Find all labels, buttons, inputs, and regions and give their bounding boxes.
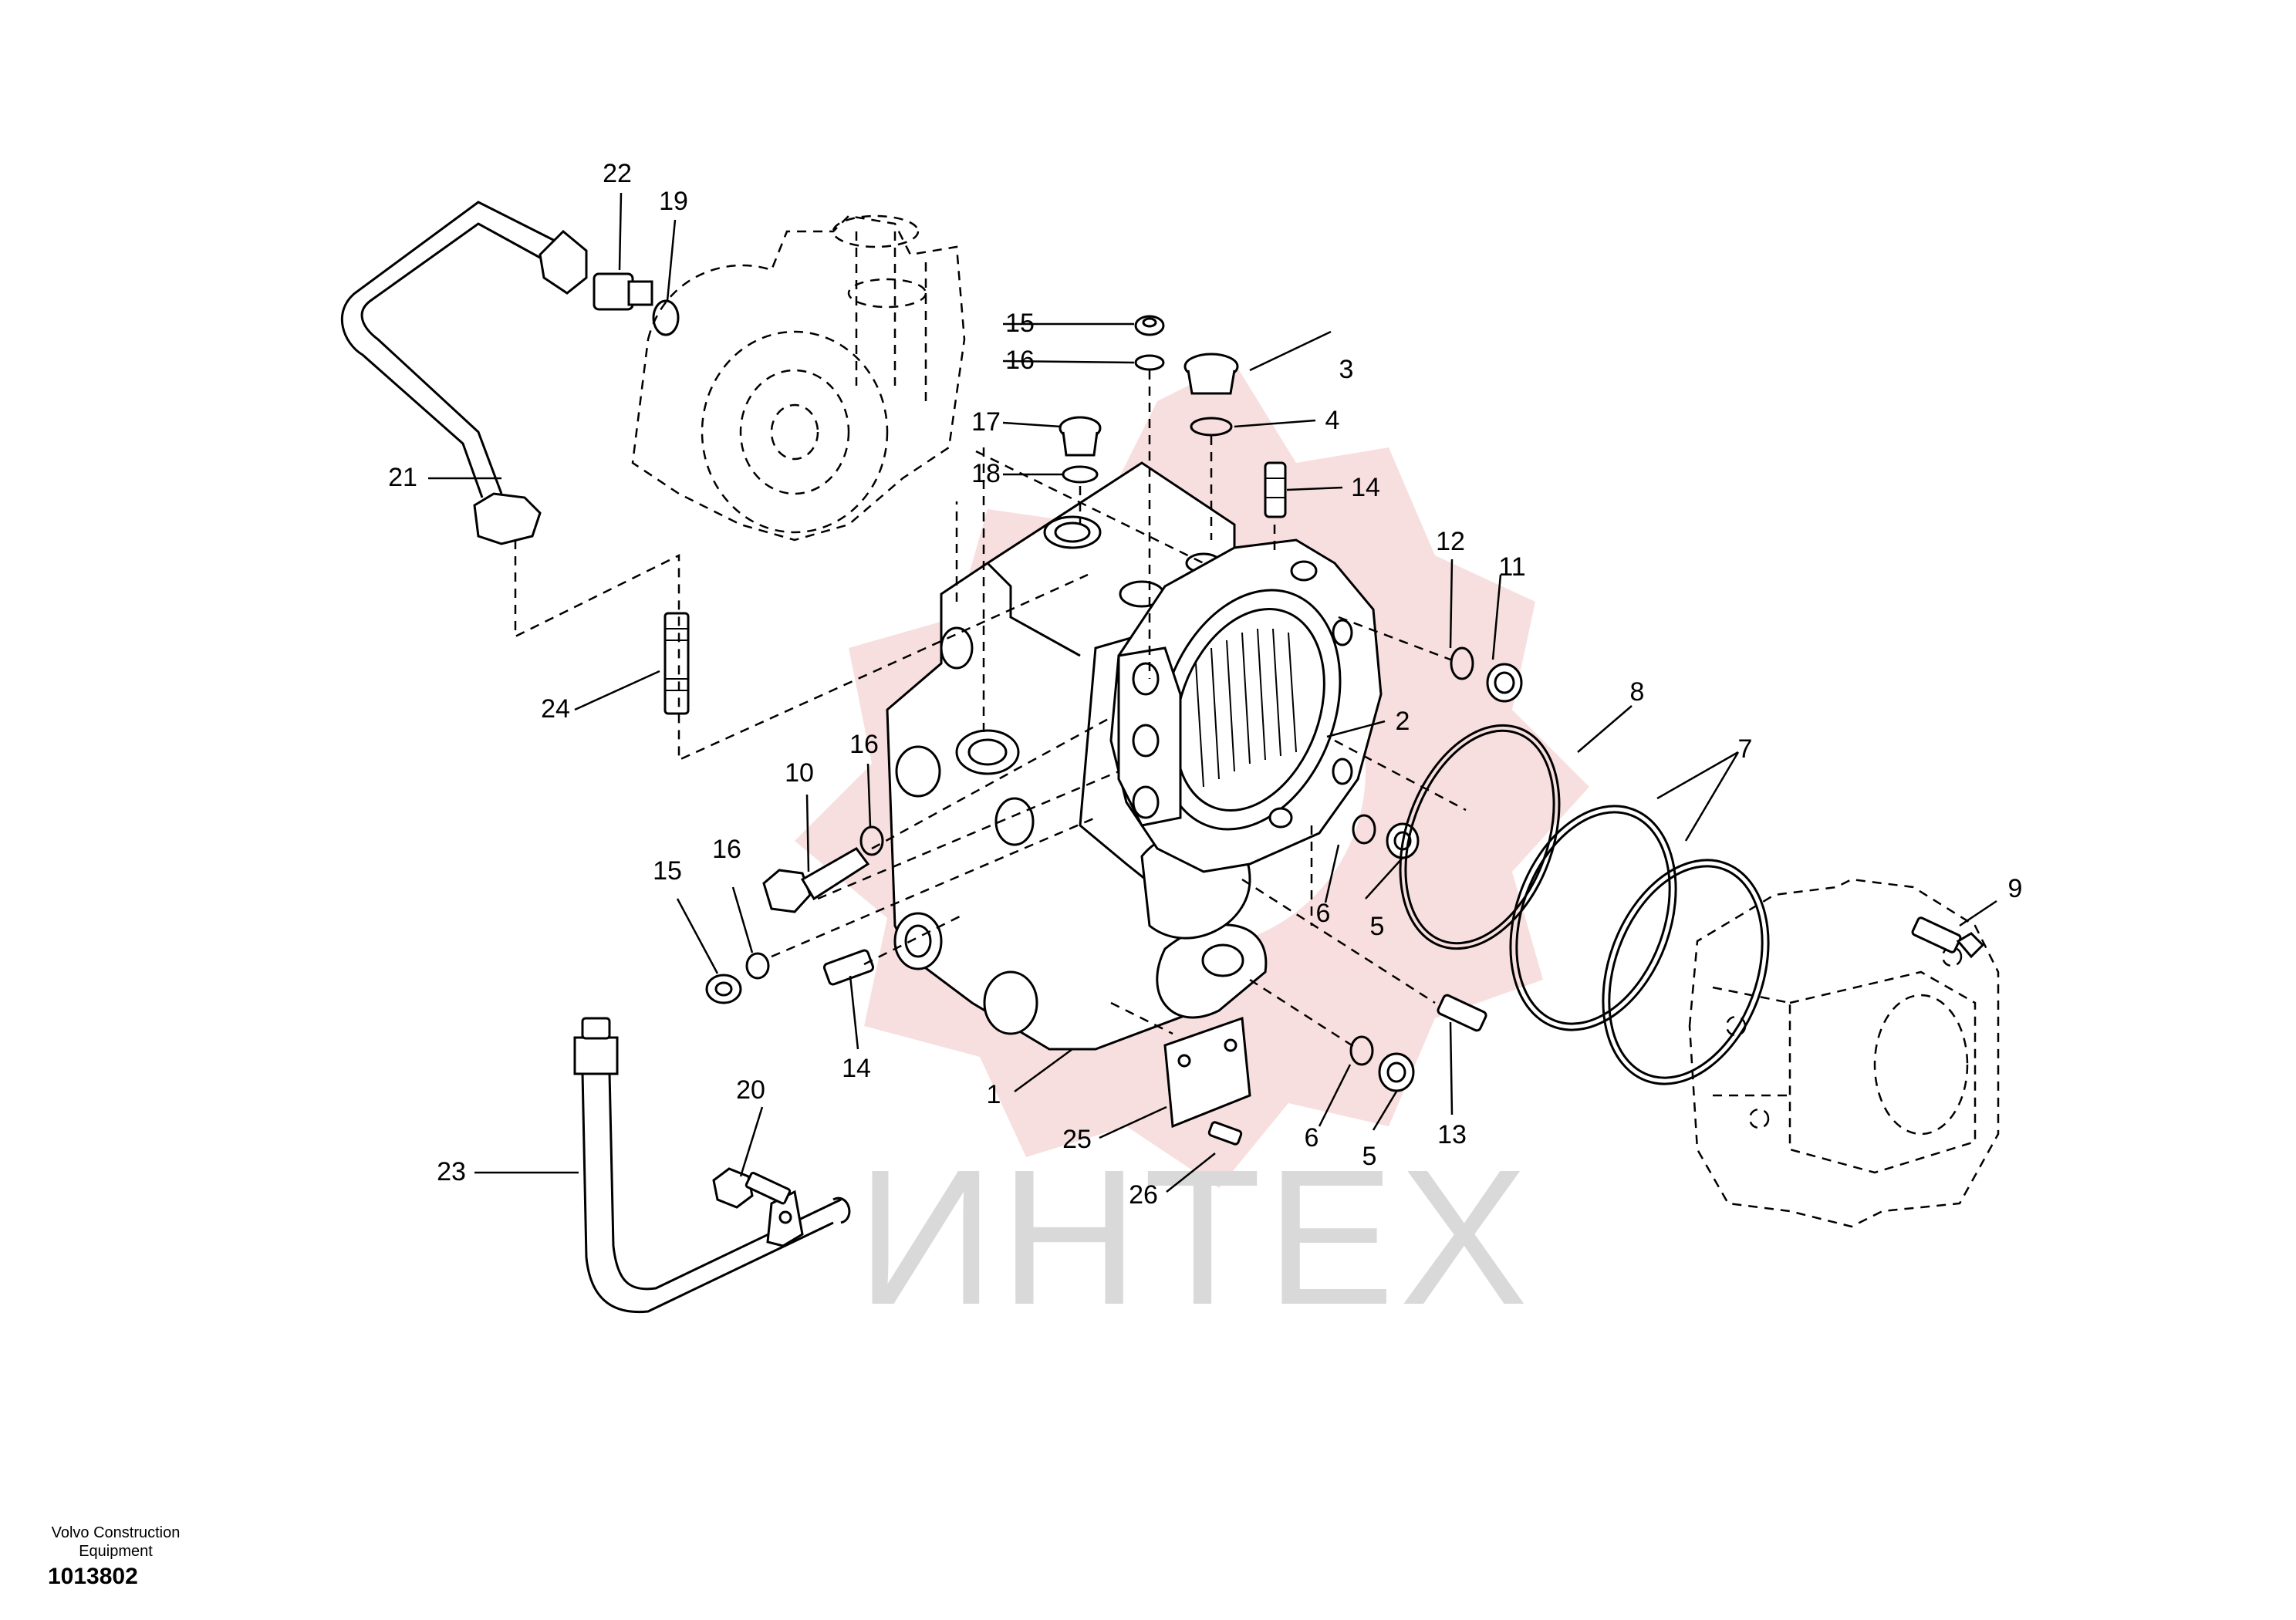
callout-15b: 15 <box>653 856 682 886</box>
callout-21: 21 <box>388 463 417 492</box>
nipple-14-lower <box>822 949 875 986</box>
callout-19: 19 <box>659 187 688 216</box>
flange-ring <box>1109 538 1383 873</box>
callout-23: 23 <box>437 1157 466 1186</box>
callout-12: 12 <box>1436 527 1465 556</box>
callout-9: 9 <box>2008 874 2023 903</box>
fitting-22 <box>593 272 653 311</box>
nipple-13 <box>1437 994 1487 1032</box>
callout-24: 24 <box>541 694 570 724</box>
o-ring-6-upper <box>1352 814 1376 845</box>
watermark-text: ИНТЕХ <box>856 1129 1532 1345</box>
screw-26 <box>1207 1121 1243 1146</box>
callout-18: 18 <box>971 459 1001 488</box>
motor-housing-phantom <box>631 214 966 542</box>
callout-11: 11 <box>1498 552 1525 582</box>
callout-5a: 5 <box>1370 912 1385 941</box>
callout-2: 2 <box>1396 707 1410 736</box>
plug-17 <box>1059 416 1102 457</box>
callout-16a: 16 <box>1005 346 1035 375</box>
o-ring-16-low <box>745 952 770 980</box>
pipe-23 <box>573 1017 851 1314</box>
plate-25 <box>1163 1016 1251 1129</box>
main-housing <box>886 461 1268 1051</box>
o-ring-16-top <box>1134 354 1165 371</box>
footer-brand: Volvo Construction Equipment <box>51 1524 181 1560</box>
callout-6b: 6 <box>1305 1123 1319 1153</box>
o-ring-12 <box>1450 646 1474 680</box>
callout-6a: 6 <box>1316 899 1331 928</box>
callout-10: 10 <box>785 758 814 788</box>
callout-26: 26 <box>1129 1180 1158 1210</box>
callout-25: 25 <box>1062 1125 1092 1154</box>
nipple-24 <box>663 612 690 715</box>
callout-5b: 5 <box>1362 1142 1377 1171</box>
footer-reference-number: 1013802 <box>48 1564 138 1589</box>
o-ring-16-mid <box>859 825 884 856</box>
callout-labels: 1 2 3 4 5 5 6 6 7 8 9 10 11 12 13 14 14 … <box>388 159 2022 1210</box>
callout-3: 3 <box>1339 355 1354 384</box>
plug-3 <box>1183 353 1239 395</box>
bolt-20 <box>712 1167 792 1209</box>
o-ring-6-lower <box>1349 1035 1374 1066</box>
plug-15-lower <box>705 974 742 1004</box>
callout-16b: 16 <box>849 730 879 759</box>
plug-5-lower <box>1378 1052 1415 1092</box>
callout-22: 22 <box>603 159 632 188</box>
clamp-23 <box>766 1190 804 1247</box>
bolt-10 <box>762 847 870 913</box>
callout-4: 4 <box>1325 406 1340 435</box>
nipple-14-top <box>1264 461 1287 518</box>
o-ring-4 <box>1190 417 1233 437</box>
callout-8: 8 <box>1630 677 1645 707</box>
callout-13: 13 <box>1437 1120 1467 1149</box>
callout-15a: 15 <box>1005 309 1035 338</box>
leader-lines <box>428 192 1997 1193</box>
o-ring-19 <box>652 299 680 336</box>
callout-14b: 14 <box>842 1054 871 1083</box>
rings-7 <box>1509 805 1770 1085</box>
callout-20: 20 <box>736 1075 765 1105</box>
callout-14a: 14 <box>1351 473 1380 502</box>
pipe-21 <box>340 201 588 545</box>
bolt-9 <box>1911 916 1985 959</box>
dashed-connectors <box>771 370 1467 1051</box>
callout-7: 7 <box>1738 734 1753 764</box>
plug-15-top <box>1134 315 1165 336</box>
callout-16c: 16 <box>712 835 741 864</box>
plug-11 <box>1486 663 1523 703</box>
dashed-line-24 <box>514 540 1089 761</box>
callout-1: 1 <box>987 1080 1001 1109</box>
callout-17: 17 <box>971 407 1001 437</box>
o-ring-18 <box>1062 465 1099 484</box>
